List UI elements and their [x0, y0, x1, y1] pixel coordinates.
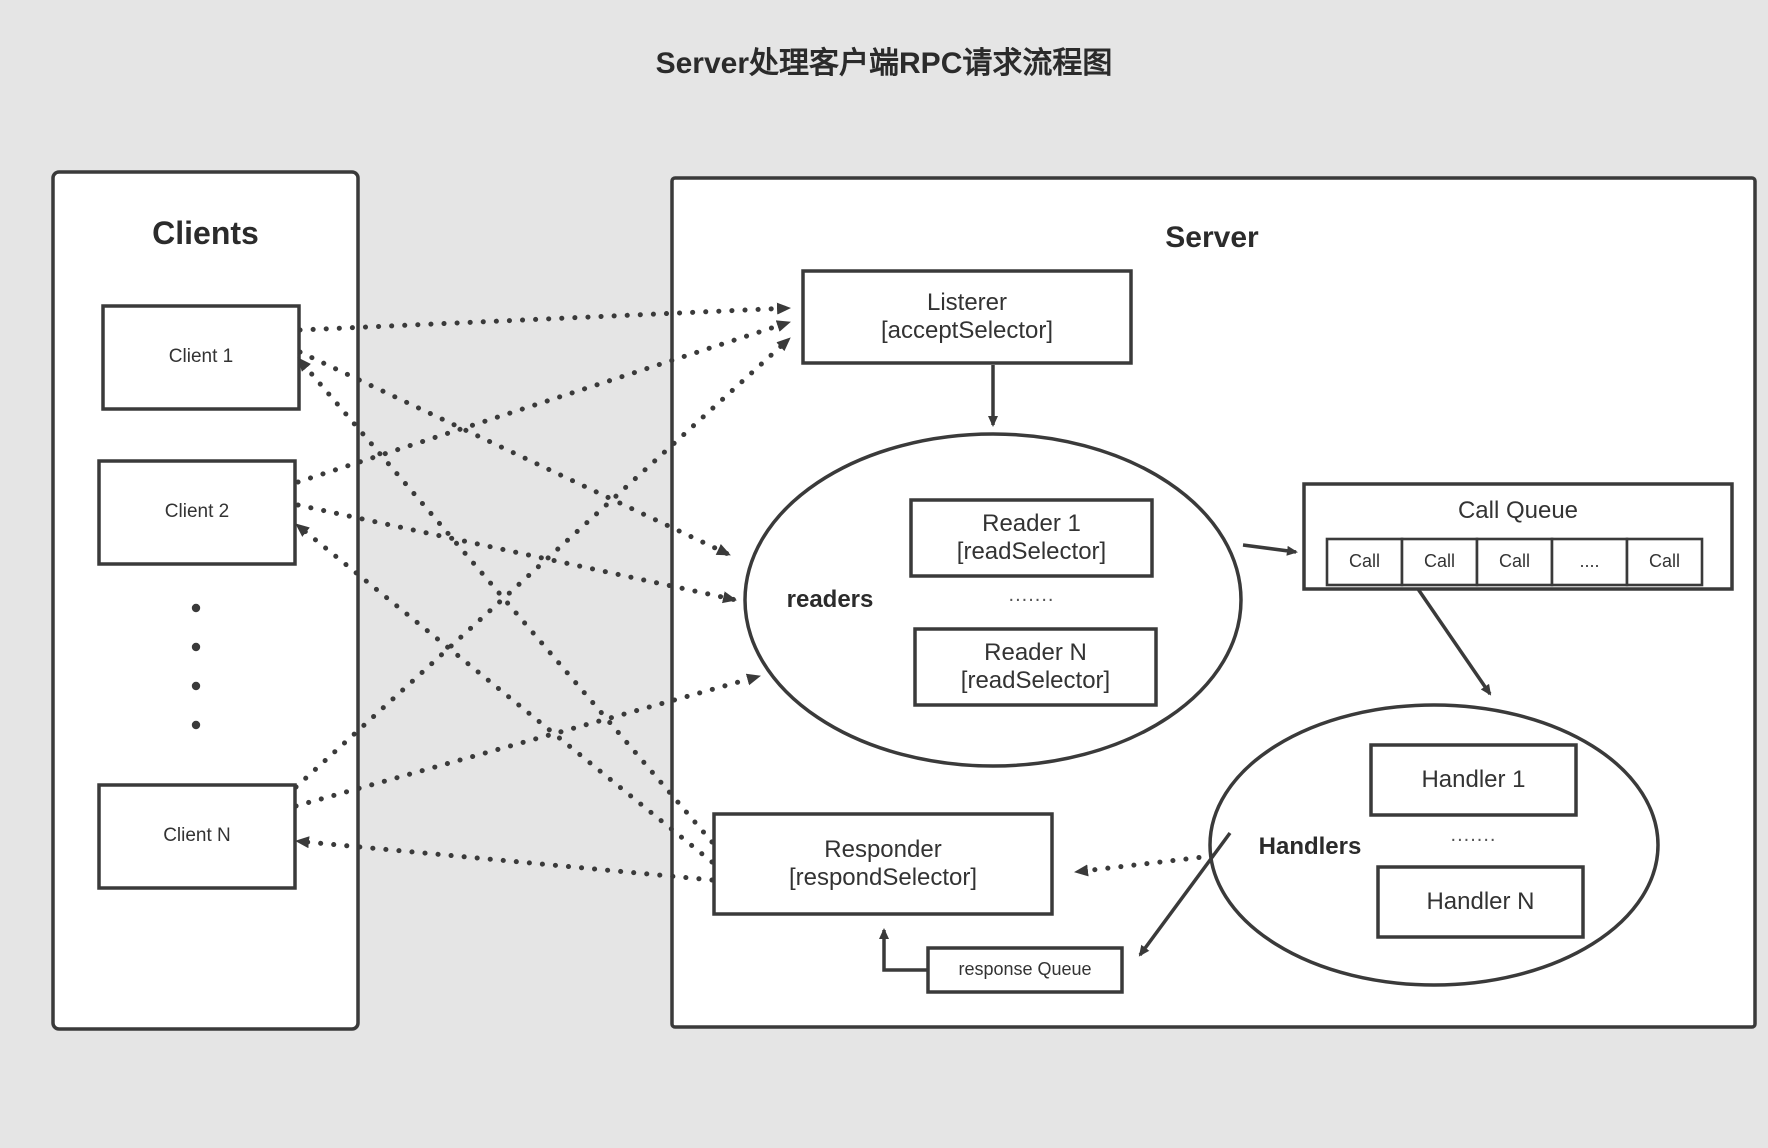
call-cell-label: Call	[1348, 551, 1380, 572]
dotted-arrow-client1-to-listener	[297, 302, 793, 333]
vertical-dot	[191, 720, 201, 730]
reader-1-line1: Reader 1	[982, 509, 1081, 537]
clients-panel-border	[51, 170, 360, 1031]
handlers-separator: .......	[1450, 824, 1497, 847]
dotted-arrow-clientn-to-listener	[293, 335, 793, 790]
listener-line1: Listerer	[926, 288, 1008, 316]
arrow-readers-to-call-queue	[1242, 543, 1298, 556]
vertical-dot	[191, 603, 201, 613]
dotted-arrow-responder-to-clientn	[293, 836, 715, 883]
call-cell-label: Call	[1423, 551, 1455, 572]
readers-group-label: readers	[786, 585, 874, 613]
dotted-arrow-handlers-to-responder	[1072, 853, 1215, 877]
arrow-response-queue-to-responder	[879, 928, 928, 972]
reader-n-label: Reader N [readSelector]	[915, 629, 1156, 705]
page-title: Server处理客户端RPC请求流程图	[655, 47, 1113, 81]
dotted-arrow-client2-to-readers	[295, 502, 739, 604]
responder-line1: Responder	[824, 835, 942, 863]
client-n-label: Client N	[163, 825, 231, 847]
vertical-dot	[191, 642, 201, 652]
client-2-label: Client 2	[164, 501, 230, 523]
arrow-call-queue-to-handlers	[1416, 588, 1492, 696]
call-cell-label: Call	[1498, 551, 1530, 572]
responder-line2: [respondSelector]	[788, 864, 978, 891]
handler-1-label: Handler 1	[1421, 765, 1526, 793]
clients-panel-title: Clients	[152, 215, 259, 252]
handlers-group-label: Handlers	[1258, 832, 1362, 860]
responder-label: Responder [respondSelector]	[714, 814, 1052, 914]
vertical-dot	[191, 681, 201, 691]
arrow-handlers-to-response-queue	[1138, 831, 1232, 957]
reader-1-line2: [readSelector]	[956, 538, 1107, 565]
reader-n-line2: [readSelector]	[960, 667, 1111, 694]
readers-separator: .......	[1008, 584, 1055, 607]
call-cell-label: Call	[1648, 551, 1680, 572]
listener-line2: [acceptSelector]	[880, 317, 1054, 344]
listener-label: Listerer [acceptSelector]	[803, 271, 1131, 363]
dotted-arrow-responder-to-client1	[295, 355, 715, 845]
dotted-arrow-clientn-to-readers	[293, 673, 763, 809]
call-cell-label: ....	[1579, 551, 1600, 572]
server-panel-title: Server	[1165, 221, 1259, 255]
client-1-label: Client 1	[168, 346, 234, 368]
call-queue-title: Call Queue	[1457, 496, 1579, 524]
reader-1-label: Reader 1 [readSelector]	[911, 500, 1152, 576]
dotted-arrow-responder-to-client2	[293, 521, 715, 865]
dotted-arrow-client1-to-readers	[297, 349, 733, 558]
handler-n-label: Handler N	[1426, 887, 1535, 915]
response-queue-label: response Queue	[958, 959, 1092, 980]
dotted-arrow-client2-to-listener	[295, 319, 793, 485]
reader-n-line1: Reader N	[984, 638, 1087, 666]
